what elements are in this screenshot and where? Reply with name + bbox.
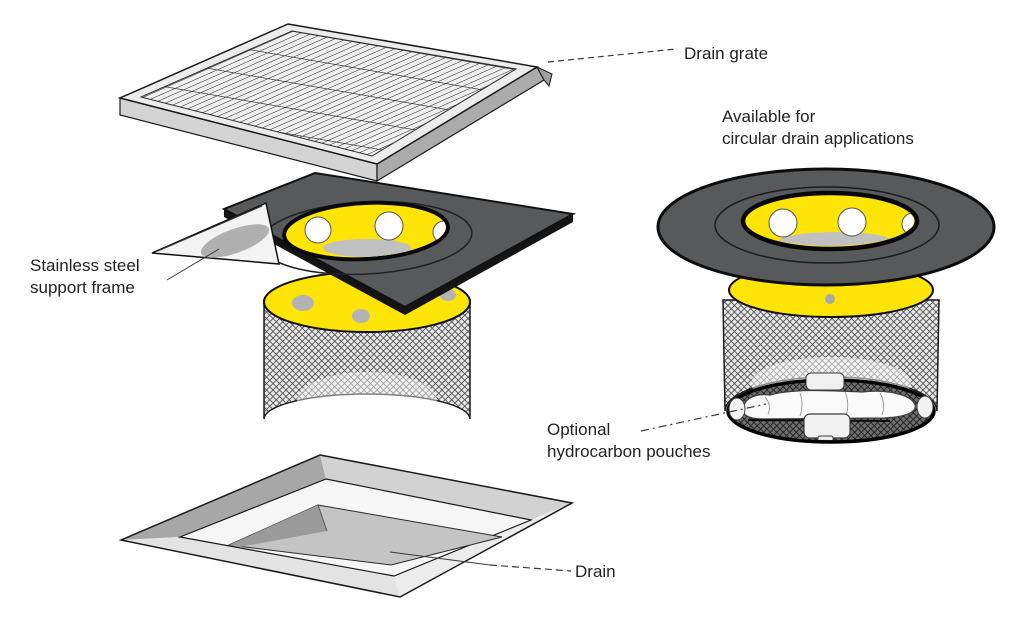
- optional-pouches-label: Optional hydrocarbon pouches: [547, 419, 711, 463]
- flange-opening-detail: [768, 207, 914, 246]
- plate-opening-detail: [304, 211, 448, 257]
- collar-hole-shadow: [825, 294, 835, 304]
- drain-grate-label: Drain grate: [684, 43, 768, 65]
- drain-label-text: Drain: [575, 562, 616, 581]
- collar-hole-shadow: [292, 295, 314, 311]
- square-insert-illustration: [151, 171, 577, 428]
- stainless-steel-label-line2: support frame: [30, 278, 135, 297]
- circular-insert-illustration: [656, 167, 996, 444]
- insert-lip-shadow: [778, 232, 894, 246]
- insert-hole: [768, 208, 798, 238]
- hydrocarbon-pouch: [742, 389, 916, 420]
- leader-lines: [166, 48, 767, 572]
- drain-corner-line: [317, 504, 328, 532]
- hydrocarbon-pouch-group: [742, 389, 916, 440]
- pouch-wrinkles: [764, 391, 884, 417]
- mesh-sheen: [297, 372, 437, 428]
- drain-leader-solid: [389, 551, 491, 566]
- drain-leader: [489, 564, 572, 572]
- collar-hole-shadow: [352, 309, 370, 323]
- grate-right-tip-face: [535, 65, 553, 88]
- insert-lip-shadow: [323, 239, 411, 257]
- rim-tab: [916, 395, 934, 419]
- pouch-bracket: [803, 413, 851, 439]
- drain-grate-leader: [547, 48, 677, 63]
- flange-ring-groove: [714, 186, 940, 264]
- pouch-bracket-notch: [817, 435, 834, 440]
- optional-pouches-label-line1: Optional: [547, 420, 611, 439]
- availability-note: Available for circular drain application…: [722, 106, 914, 150]
- drain-grate-illustration: [117, 23, 553, 183]
- stainless-leader: [166, 248, 220, 281]
- drain-grate-label-text: Drain grate: [684, 44, 769, 63]
- rim-tab: [728, 397, 746, 421]
- mesh-basket: [263, 299, 471, 420]
- insert-hole: [374, 211, 404, 241]
- stainless-steel-label: Stainless steel support frame: [30, 255, 140, 299]
- insert-hole: [837, 207, 867, 237]
- stainless-steel-label-line1: Stainless steel: [30, 256, 140, 275]
- optional-leader: [640, 403, 767, 432]
- availability-note-line1: Available for: [722, 107, 816, 126]
- rim-tab-top: [805, 372, 845, 391]
- drain-left-wall: [229, 505, 327, 547]
- grate-slats: [139, 30, 518, 157]
- optional-pouches-label-line2: hydrocarbon pouches: [547, 442, 711, 461]
- drain-opening-illustration: [118, 454, 575, 598]
- insert-hole: [304, 216, 332, 244]
- steel-frame-fold-line: [157, 205, 263, 252]
- availability-note-line2: circular drain applications: [722, 129, 914, 148]
- drain-outline: [118, 454, 575, 598]
- drain-surface-right: [320, 455, 572, 520]
- drain-label: Drain: [575, 561, 616, 583]
